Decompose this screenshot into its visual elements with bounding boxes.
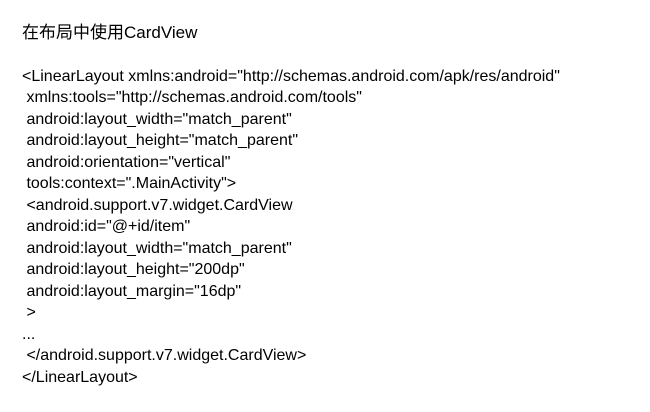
code-line: android:layout_width="match_parent": [22, 239, 292, 257]
code-block: <LinearLayout xmlns:android="http://sche…: [22, 66, 642, 389]
code-line: </LinearLayout>: [22, 368, 138, 386]
code-line: >: [22, 304, 36, 321]
code-line: ...: [22, 325, 36, 343]
code-line: android:orientation="vertical": [22, 153, 231, 171]
document-title: 在布局中使用CardView: [22, 23, 198, 42]
code-line: android:layout_margin="16dp": [22, 282, 242, 300]
code-line: android:layout_height="match_parent": [22, 132, 298, 149]
blank-line: [22, 44, 642, 66]
code-line: <android.support.v7.widget.CardView: [22, 196, 293, 214]
code-line: xmlns:tools="http://schemas.android.com/…: [22, 89, 362, 106]
code-line: android:layout_height="200dp": [22, 261, 245, 278]
code-line: android:layout_width="match_parent": [22, 110, 292, 128]
document-body: 在布局中使用CardView <LinearLayout xmlns:andro…: [22, 22, 642, 388]
code-line: android:id="@+id/item": [22, 218, 191, 235]
code-line: </android.support.v7.widget.CardView>: [22, 347, 307, 364]
code-line: <LinearLayout xmlns:android="http://sche…: [22, 67, 560, 85]
code-line: tools:context=".MainActivity">: [22, 175, 237, 192]
